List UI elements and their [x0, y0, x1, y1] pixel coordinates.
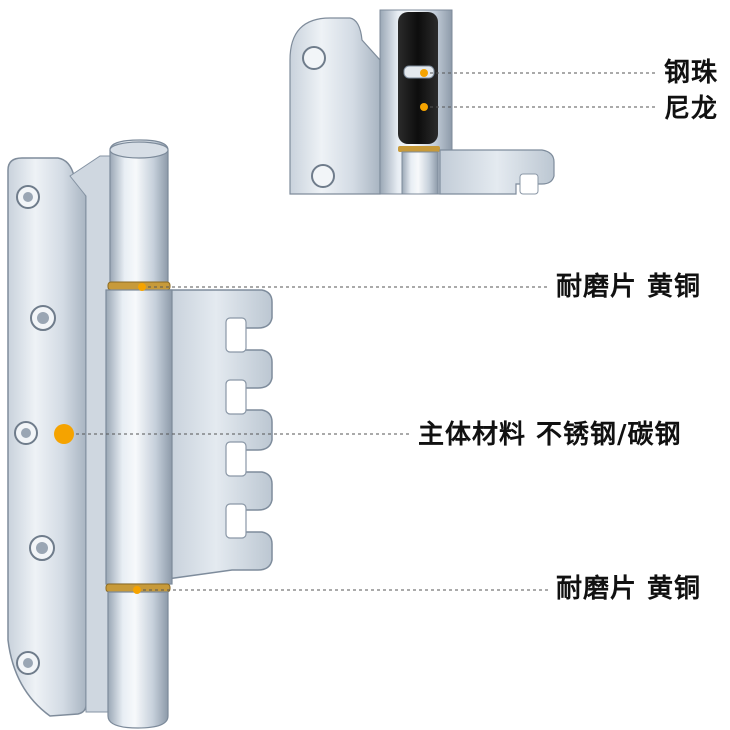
callout-nylon: 尼龙: [664, 94, 719, 124]
leader-lines: [64, 72, 655, 591]
marker-washer-bottom: [133, 586, 141, 594]
callout-body-material: 主体材料 不锈钢/碳钢: [418, 420, 682, 450]
barrel-upper: [109, 139, 169, 285]
barrel-lower: [107, 591, 169, 729]
mounting-holes: [14, 185, 56, 675]
callout-washer-bottom: 耐磨片 黄铜: [556, 574, 702, 604]
steel-ball: [403, 65, 435, 79]
cutaway-inset: [286, 9, 555, 195]
callout-markers: [54, 69, 428, 594]
marker-washer-top: [138, 283, 146, 291]
marker-steel-ball: [420, 69, 428, 77]
marker-nylon: [420, 103, 428, 111]
barrel-middle: [105, 289, 173, 585]
callout-steel-ball: 钢珠: [664, 58, 719, 88]
callout-washer-top: 耐磨片 黄铜: [556, 272, 702, 302]
hook-plate: [159, 289, 273, 581]
marker-body: [54, 424, 74, 444]
